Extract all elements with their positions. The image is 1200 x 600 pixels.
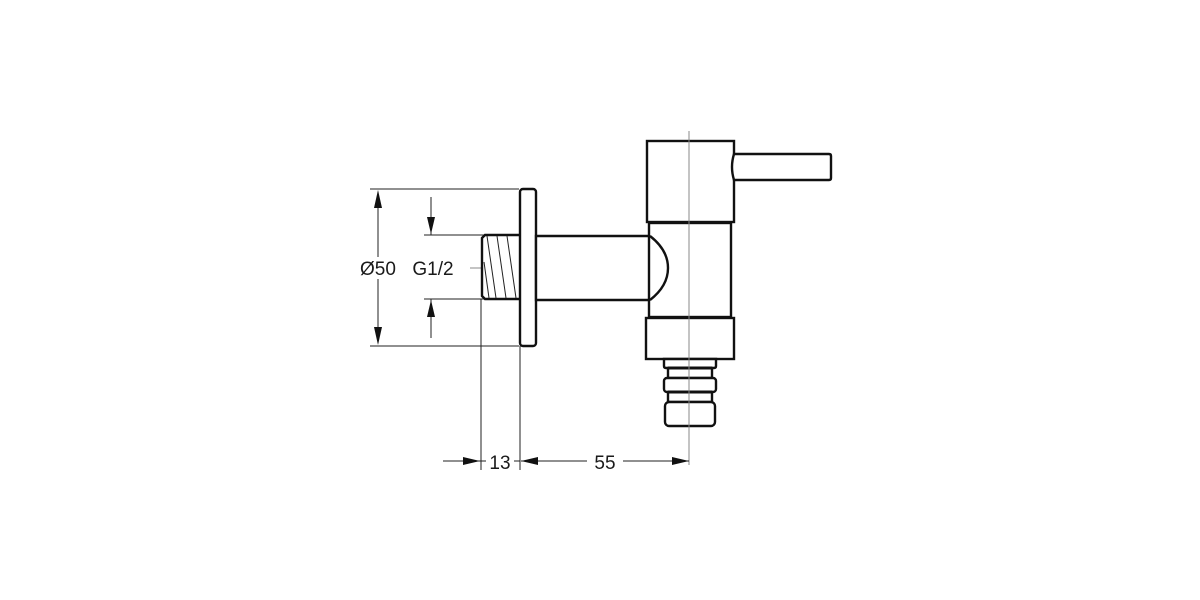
- dim-label-o50: Ø50: [360, 259, 396, 280]
- hose-connector: [662, 357, 718, 428]
- arrow-up-icon: [374, 190, 382, 208]
- arrow-left-icon: [521, 457, 538, 465]
- dim-label-55: 55: [594, 453, 615, 474]
- arrow-down-icon: [427, 217, 435, 234]
- arrow-right-icon: [672, 457, 689, 465]
- hose-nut: [644, 316, 736, 361]
- wall-flange: [518, 187, 538, 348]
- arrow-up-icon: [427, 300, 435, 317]
- lever-handle: [730, 152, 833, 182]
- arrow-down-icon: [374, 327, 382, 345]
- dim-label-13: 13: [489, 453, 510, 474]
- handle-housing: [645, 139, 736, 224]
- thread-hatching: [483, 235, 517, 299]
- dim-label-g12: G1/2: [412, 259, 453, 280]
- arrow-right-icon: [463, 457, 480, 465]
- valve-body: [647, 221, 733, 319]
